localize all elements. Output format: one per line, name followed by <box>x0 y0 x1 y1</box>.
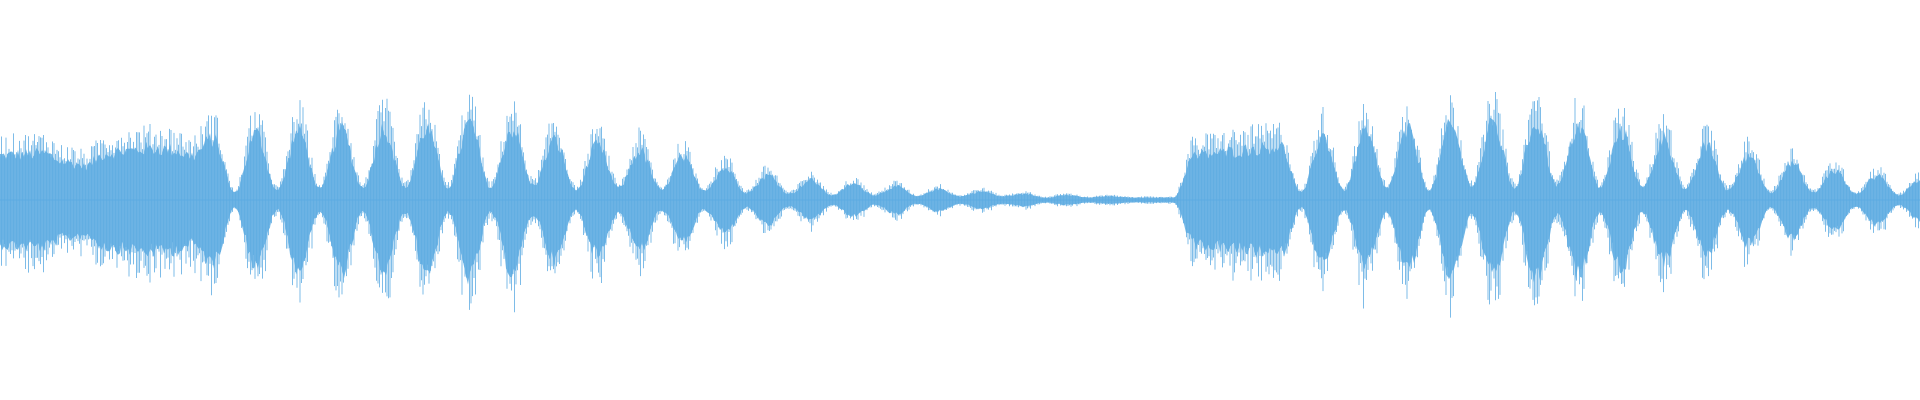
waveform-samples <box>0 92 1919 318</box>
